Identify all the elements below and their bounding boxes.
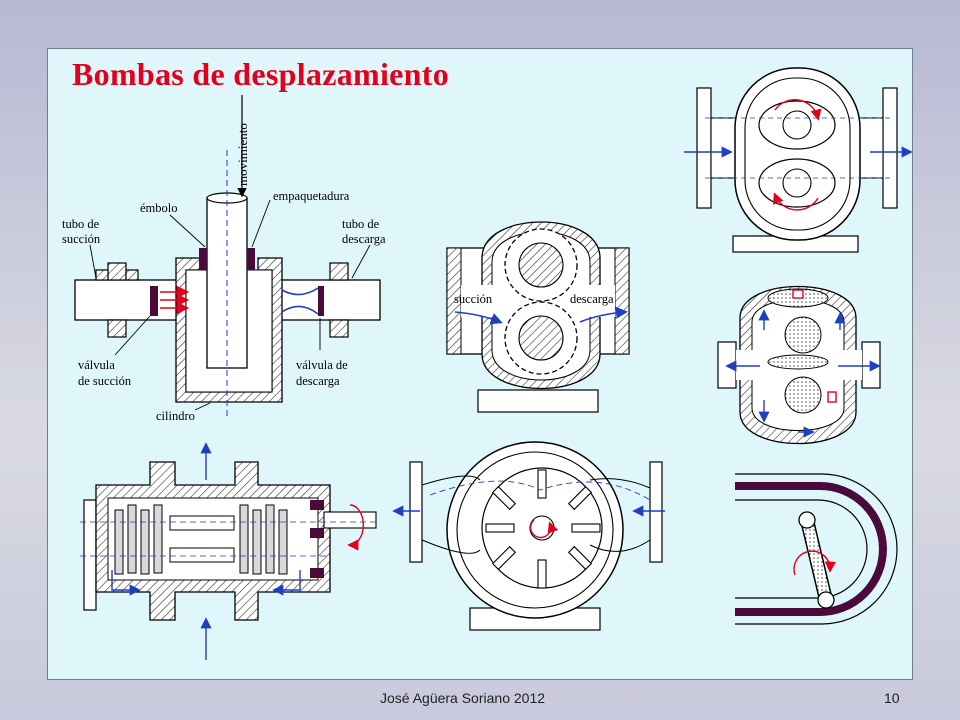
movement-label: movimiento xyxy=(235,123,250,186)
cylinder-label: cilindro xyxy=(156,409,195,423)
suction-valve-label-line1: válvula xyxy=(78,358,115,372)
piston-label: émbolo xyxy=(140,201,178,215)
suction-valve-label-line2: de succión xyxy=(78,374,132,388)
suction-pipe-label-line1: tubo de xyxy=(62,217,100,231)
gear-pump-diagram xyxy=(446,221,630,413)
discharge-valve-label-line1: válvula de xyxy=(296,358,348,372)
discharge-pipe-label-line1: tubo de xyxy=(342,217,380,231)
peristaltic-pump-diagram xyxy=(735,473,898,625)
packing-label: empaquetadura xyxy=(273,189,350,203)
suction-pipe-label-line2: succión xyxy=(62,232,101,246)
piston-pump-diagram xyxy=(74,95,381,420)
discharge-valve-label-line2: descarga xyxy=(296,374,340,388)
discharge-pipe-label-line2: descarga xyxy=(342,232,386,246)
slide-page-number: 10 xyxy=(884,690,900,706)
lobe-pump-diagram xyxy=(684,67,913,253)
screw-pump-diagram xyxy=(80,442,380,660)
gear-suction-label: succión xyxy=(454,292,493,306)
sliding-vane-pump-diagram xyxy=(392,441,665,631)
gear-discharge-label: descarga xyxy=(570,292,614,306)
footer-author: José Agüera Soriano 2012 xyxy=(380,690,546,706)
rotary-vane-pump-diagram xyxy=(717,285,881,445)
slide-title: Bombas de desplazamiento xyxy=(72,56,449,92)
